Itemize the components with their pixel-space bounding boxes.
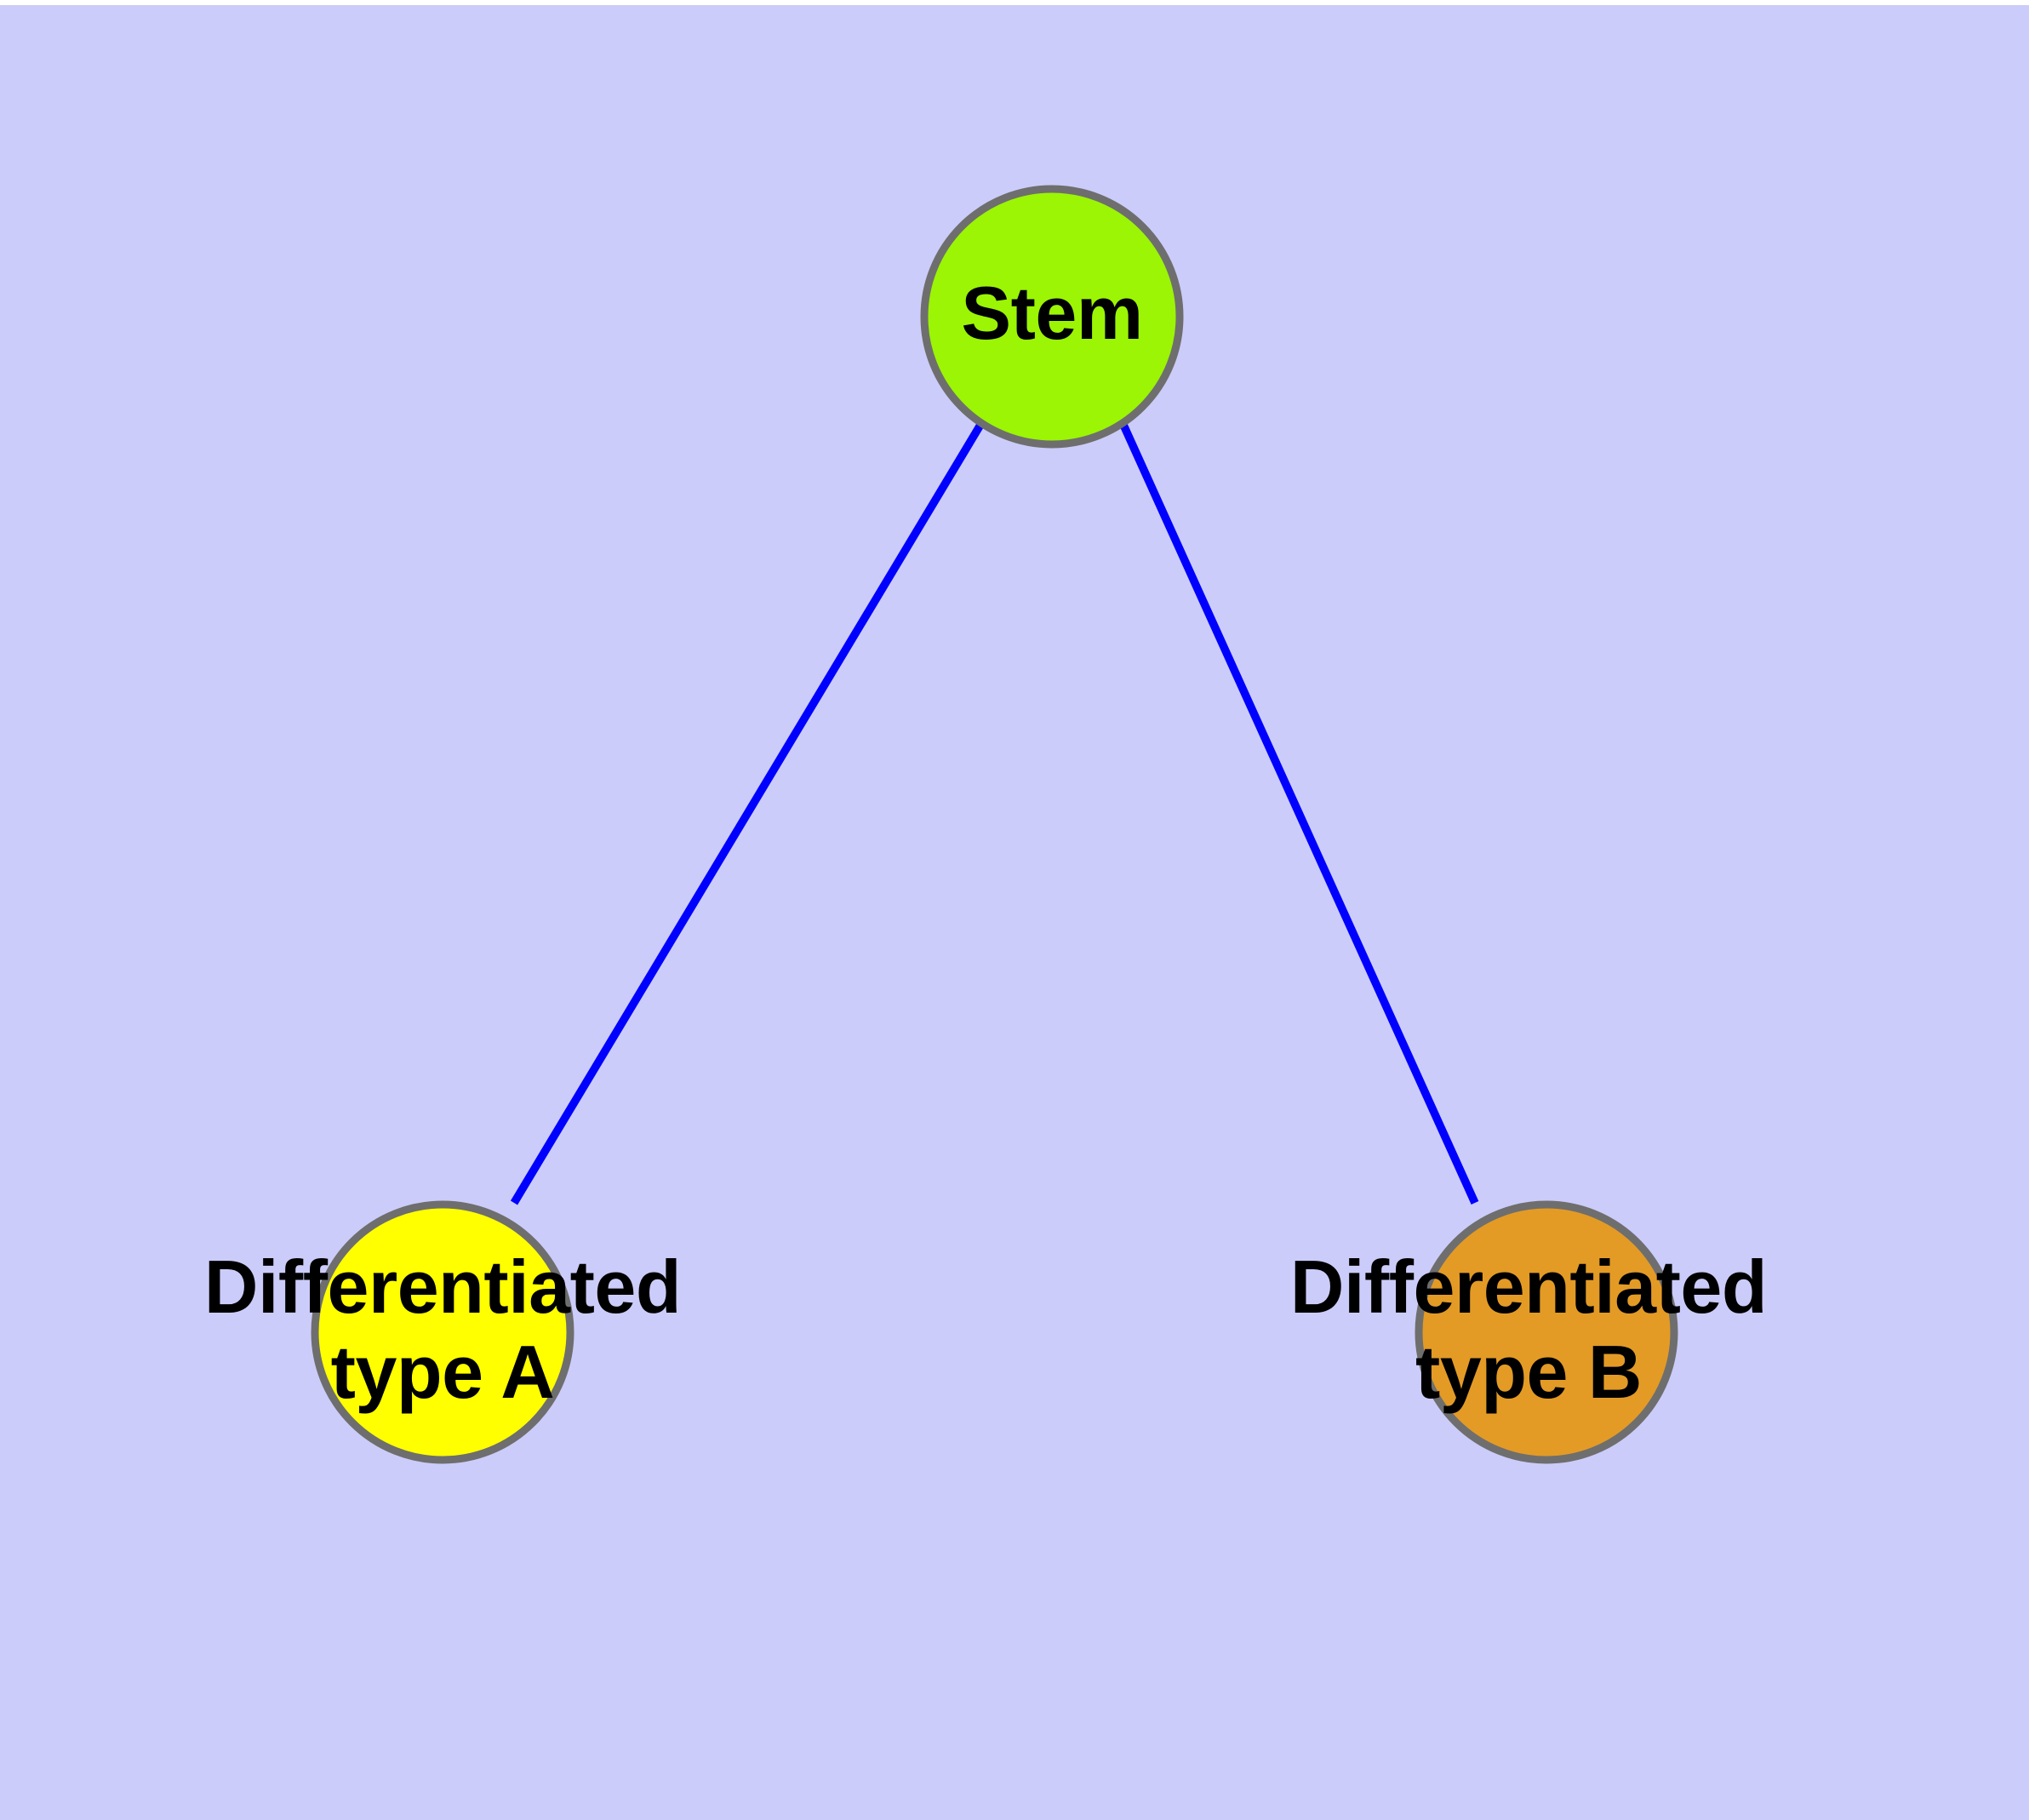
edge-stem-to-type-b[interactable] [1119, 423, 1479, 1205]
node-differentiated-type-a[interactable] [311, 1200, 574, 1464]
node-differentiated-type-b[interactable] [1415, 1200, 1678, 1464]
node-stem[interactable] [920, 185, 1184, 449]
node-label-differentiated-type-b: Differentiated type B [1289, 1245, 1768, 1415]
node-label-stem: Stem [961, 271, 1143, 355]
edge-layer [510, 422, 1479, 1205]
node-label-differentiated-type-a: Differentiated type A [203, 1245, 682, 1415]
edge-stem-to-type-a[interactable] [510, 422, 985, 1205]
node-layer [311, 185, 1678, 1464]
